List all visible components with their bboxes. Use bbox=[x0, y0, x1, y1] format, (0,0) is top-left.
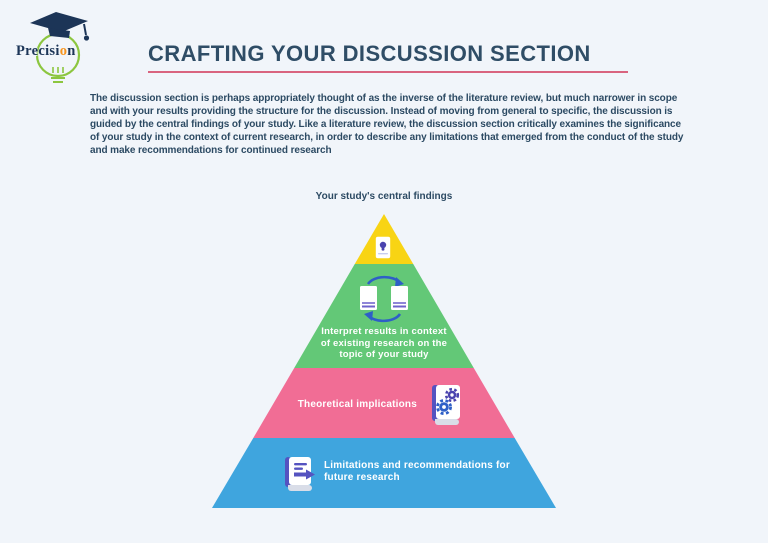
title-underline bbox=[148, 71, 628, 73]
idea-card-icon bbox=[375, 236, 391, 264]
intro-paragraph: The discussion section is perhaps approp… bbox=[90, 93, 684, 156]
brand-logo: Precision bbox=[14, 10, 98, 90]
brand-name: Precision bbox=[16, 43, 76, 59]
theoretical-implications-label: Theoretical implications bbox=[297, 399, 417, 410]
findings-pyramid: Interpret results in context of existing… bbox=[212, 214, 556, 508]
page-title: CRAFTING YOUR DISCUSSION SECTION bbox=[148, 41, 591, 66]
limitations-label: Limitations and recommendations for futu… bbox=[324, 460, 510, 483]
precision-lightbulb-cap-icon bbox=[30, 12, 90, 83]
book-gears-icon bbox=[425, 382, 467, 431]
pyramid-level-theoretical-implications bbox=[253, 368, 515, 438]
book-arrow-icon bbox=[280, 454, 322, 499]
pyramid-level-limitations bbox=[212, 438, 556, 508]
interpret-results-label: Interpret results in context of existing… bbox=[320, 326, 448, 360]
sync-documents-icon bbox=[354, 274, 414, 331]
brand-accent-letter: o bbox=[59, 43, 68, 59]
pyramid-caption: Your study's central findings bbox=[315, 191, 453, 202]
